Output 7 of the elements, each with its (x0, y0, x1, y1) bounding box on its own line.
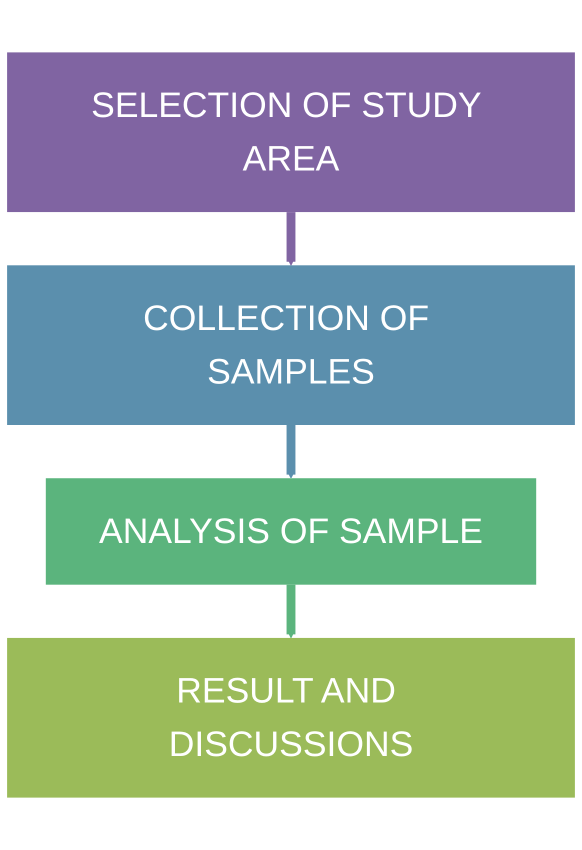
arrow (286, 212, 296, 266)
arrow (286, 584, 296, 638)
node-box: SELECTION OF STUDY AREA (7, 52, 575, 212)
node-box: COLLECTION OF SAMPLES (7, 265, 575, 425)
node-box: RESULT AND DISCUSSIONS (7, 638, 575, 798)
node-box: ANALYSIS OF SAMPLE (46, 478, 536, 585)
arrow (286, 425, 296, 479)
